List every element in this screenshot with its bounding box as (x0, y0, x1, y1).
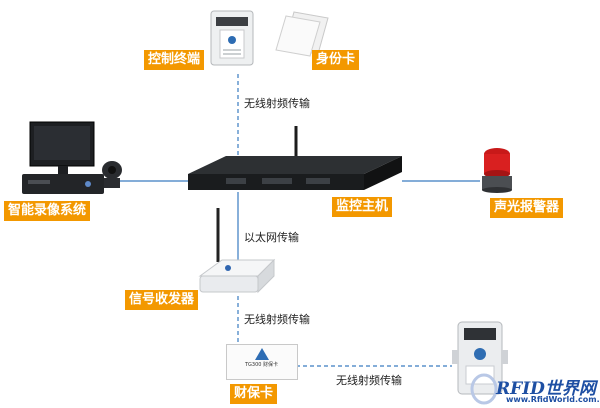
transceiver-label: 信号收发器 (125, 290, 199, 310)
video-system-label: 智能录像系统 (4, 201, 91, 221)
wireless-mid-label: 无线射频传输 (244, 311, 310, 327)
control-terminal-label: 控制终端 (144, 50, 205, 70)
transceiver-device (198, 208, 276, 294)
rfidworld-watermark: RFID世界网 www.RfidWorld.com.cn (470, 372, 600, 408)
wireless-bottom-label: 无线射频传输 (336, 372, 402, 388)
id-card-label: 身份卡 (312, 50, 360, 70)
wireless-top-label: 无线射频传输 (244, 95, 310, 111)
asset-card-label: 财保卡 (230, 384, 278, 404)
control-terminal-device (210, 10, 254, 66)
video-recorder-device (22, 121, 122, 194)
monitor-host-label: 监控主机 (332, 197, 393, 217)
logo-icon (255, 348, 269, 360)
asset-card-device: TG300 财保卡 (226, 344, 298, 380)
monitor-host-device (188, 126, 402, 190)
asset-card-model: TG300 财保卡 (245, 362, 279, 368)
watermark-brand: RFID世界网 (496, 379, 596, 399)
alarm-label: 声光报警器 (490, 198, 564, 218)
ethernet-label: 以太网传输 (244, 229, 299, 245)
rfid-logo-icon (470, 373, 498, 405)
watermark-url: www.RfidWorld.com.cn (506, 395, 600, 404)
alarm-device (482, 148, 512, 193)
